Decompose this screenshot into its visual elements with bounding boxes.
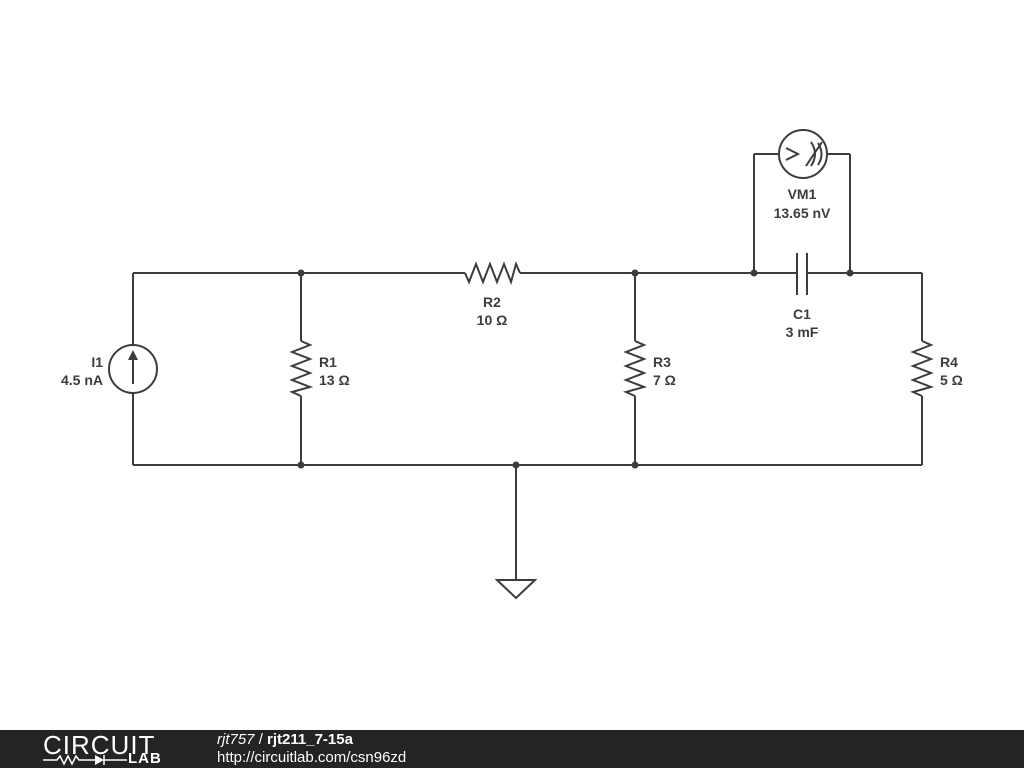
r3-value-label: 7 Ω [653,372,676,388]
r2-value-label: 10 Ω [477,312,508,328]
junction-dot [846,269,854,277]
vm1-name-label: VM1 [788,186,817,202]
r1-name-label: R1 [319,354,337,370]
junction-dot [512,461,520,469]
author-link[interactable]: rjt757 [217,731,255,748]
i1-value-label: 4.5 nA [61,372,103,388]
current-source-i1 [108,344,158,394]
c1-name-label: C1 [793,306,811,322]
c1-value-label: 3 mF [786,324,819,340]
credit-separator: / [254,731,268,748]
circuitlab-logo-lab: LAB [128,750,162,767]
r4-name-label: R4 [940,354,958,370]
resistor-diode-logo-icon [43,754,127,766]
r2-name-label: R2 [483,294,501,310]
circuit-url-link[interactable]: http://circuitlab.com/csn96zd [217,749,407,766]
voltmeter-vm1 [778,129,828,179]
credit-line: rjt757 / rjt211_7-15a [217,731,353,749]
vm1-value-label: 13.65 nV [774,205,831,221]
capacitor-c1 [796,253,808,295]
junction-dot [297,269,305,277]
i1-name-label: I1 [91,354,103,370]
r3-name-label: R3 [653,354,671,370]
footer-bar: CIRCUIT LAB rjt757 / rjt211_7-15a http:/… [0,730,1024,768]
r4-value-label: 5 Ω [940,372,963,388]
resistor-r3 [623,340,648,397]
junction-dot [631,269,639,277]
resistor-r4 [910,340,935,397]
junction-dot [750,269,758,277]
ground-symbol [494,579,538,600]
circuit-schematic: I1 4.5 nA R1 13 Ω R2 10 Ω R3 7 Ω C1 3 mF… [61,129,963,600]
r1-value-label: 13 Ω [319,372,350,388]
circuitlab-logo-text: CIRCUIT [43,730,156,760]
junction-dot [631,461,639,469]
junction-dot [297,461,305,469]
circuit-title: rjt211_7-15a [267,731,353,748]
resistor-r1 [289,340,314,397]
resistor-r2 [464,261,521,286]
